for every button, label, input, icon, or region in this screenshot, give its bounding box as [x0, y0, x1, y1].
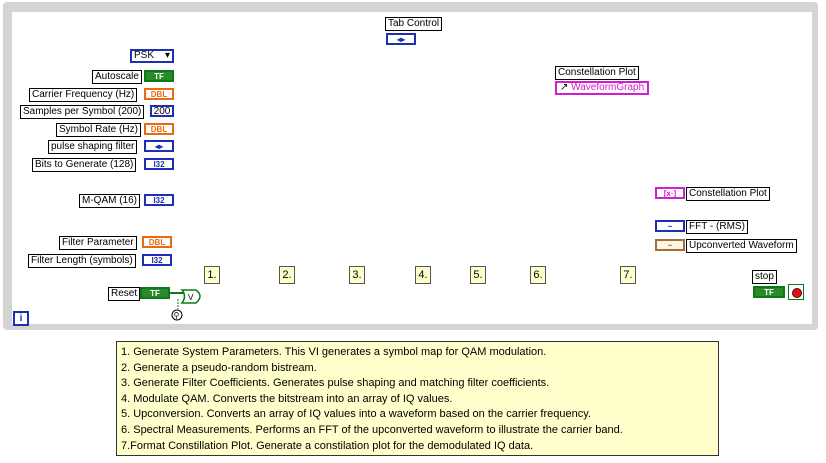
stop-label: stop: [752, 270, 777, 284]
constellation-plot-ref-label: Constellation Plot: [555, 66, 639, 80]
bits-to-generate-label: Bits to Generate (128): [32, 158, 137, 172]
symbol-rate-terminal[interactable]: DBL: [144, 123, 174, 135]
symbol-rate-label: Symbol Rate (Hz): [56, 123, 141, 137]
note-line: 4. Modulate QAM. Converts the bitstream …: [121, 392, 453, 405]
reset-label: Reset: [108, 287, 141, 301]
step-label: 7.: [620, 266, 636, 284]
or-gate-and-wire: V ⚲: [170, 289, 201, 321]
chevron-down-icon: ▾: [164, 50, 170, 61]
description-notes: 1. Generate System Parameters. This VI g…: [116, 341, 719, 456]
tab-control-label: Tab Control: [385, 17, 443, 31]
tab-control-terminal[interactable]: ◂▸: [386, 33, 416, 45]
psk-value: PSK: [134, 50, 155, 61]
waveform-graph-refnum[interactable]: ↗ WaveformGraph: [555, 81, 650, 95]
bits-to-generate-terminal[interactable]: I32: [144, 158, 174, 170]
step-label: 3.: [349, 266, 365, 284]
note-line: 6. Spectral Measurements. Performs an FF…: [121, 423, 623, 436]
stop-terminal[interactable]: TF: [753, 286, 785, 298]
autoscale-terminal[interactable]: TF: [144, 70, 174, 82]
reset-terminal[interactable]: TF: [140, 287, 170, 299]
psk-ring-control[interactable]: PSK ▾: [130, 49, 174, 63]
upconverted-waveform-terminal[interactable]: ~: [655, 239, 685, 251]
samples-per-symbol-terminal[interactable]: 200: [150, 105, 174, 117]
step-label: 5.: [470, 266, 486, 284]
pulse-shaping-filter-terminal[interactable]: ◂▸: [144, 140, 174, 152]
svg-text:⚲: ⚲: [174, 311, 180, 320]
note-line: 1. Generate System Parameters. This VI g…: [121, 346, 547, 358]
filter-length-label: Filter Length (symbols): [28, 254, 136, 268]
step-label: 6.: [530, 266, 546, 284]
pulse-shaping-filter-label: pulse shaping filter: [48, 140, 138, 154]
note-line: 5. Upconversion. Converts an array of IQ…: [121, 408, 591, 421]
step-label: 1.: [204, 266, 220, 284]
note-line: 7.Format Constillation Plot. Generate a …: [121, 439, 534, 452]
filter-parameter-terminal[interactable]: DBL: [142, 236, 172, 248]
filter-parameter-label: Filter Parameter: [59, 236, 137, 250]
filter-length-terminal[interactable]: I32: [142, 254, 172, 266]
step-label: 2.: [279, 266, 295, 284]
upconverted-waveform-label: Upconverted Waveform: [686, 239, 797, 253]
fft-rms-label: FFT - (RMS): [686, 220, 748, 234]
constellation-plot-label: Constellation Plot: [686, 187, 770, 201]
m-qam-terminal[interactable]: I32: [144, 194, 174, 206]
carrier-frequency-label: Carrier Frequency (Hz): [29, 88, 138, 102]
waveform-graph-value: WaveformGraph: [571, 82, 645, 93]
svg-text:V: V: [188, 293, 194, 302]
constellation-plot-terminal[interactable]: [x·]: [655, 187, 685, 199]
note-line: 3. Generate Filter Coefficients. Generat…: [121, 377, 550, 390]
m-qam-label: M-QAM (16): [79, 194, 140, 208]
fft-rms-terminal[interactable]: ~: [655, 220, 685, 232]
note-line: 2. Generate a pseudo-random bistream.: [121, 361, 317, 374]
refnum-arrow-icon: ↗: [560, 82, 569, 93]
iteration-info-icon: i: [13, 311, 29, 326]
step-label: 4.: [415, 266, 431, 284]
autoscale-label: Autoscale: [92, 70, 142, 84]
carrier-frequency-terminal[interactable]: DBL: [144, 88, 174, 100]
loop-condition-stop-icon[interactable]: [788, 284, 804, 300]
samples-per-symbol-label: Samples per Symbol (200): [20, 105, 145, 119]
